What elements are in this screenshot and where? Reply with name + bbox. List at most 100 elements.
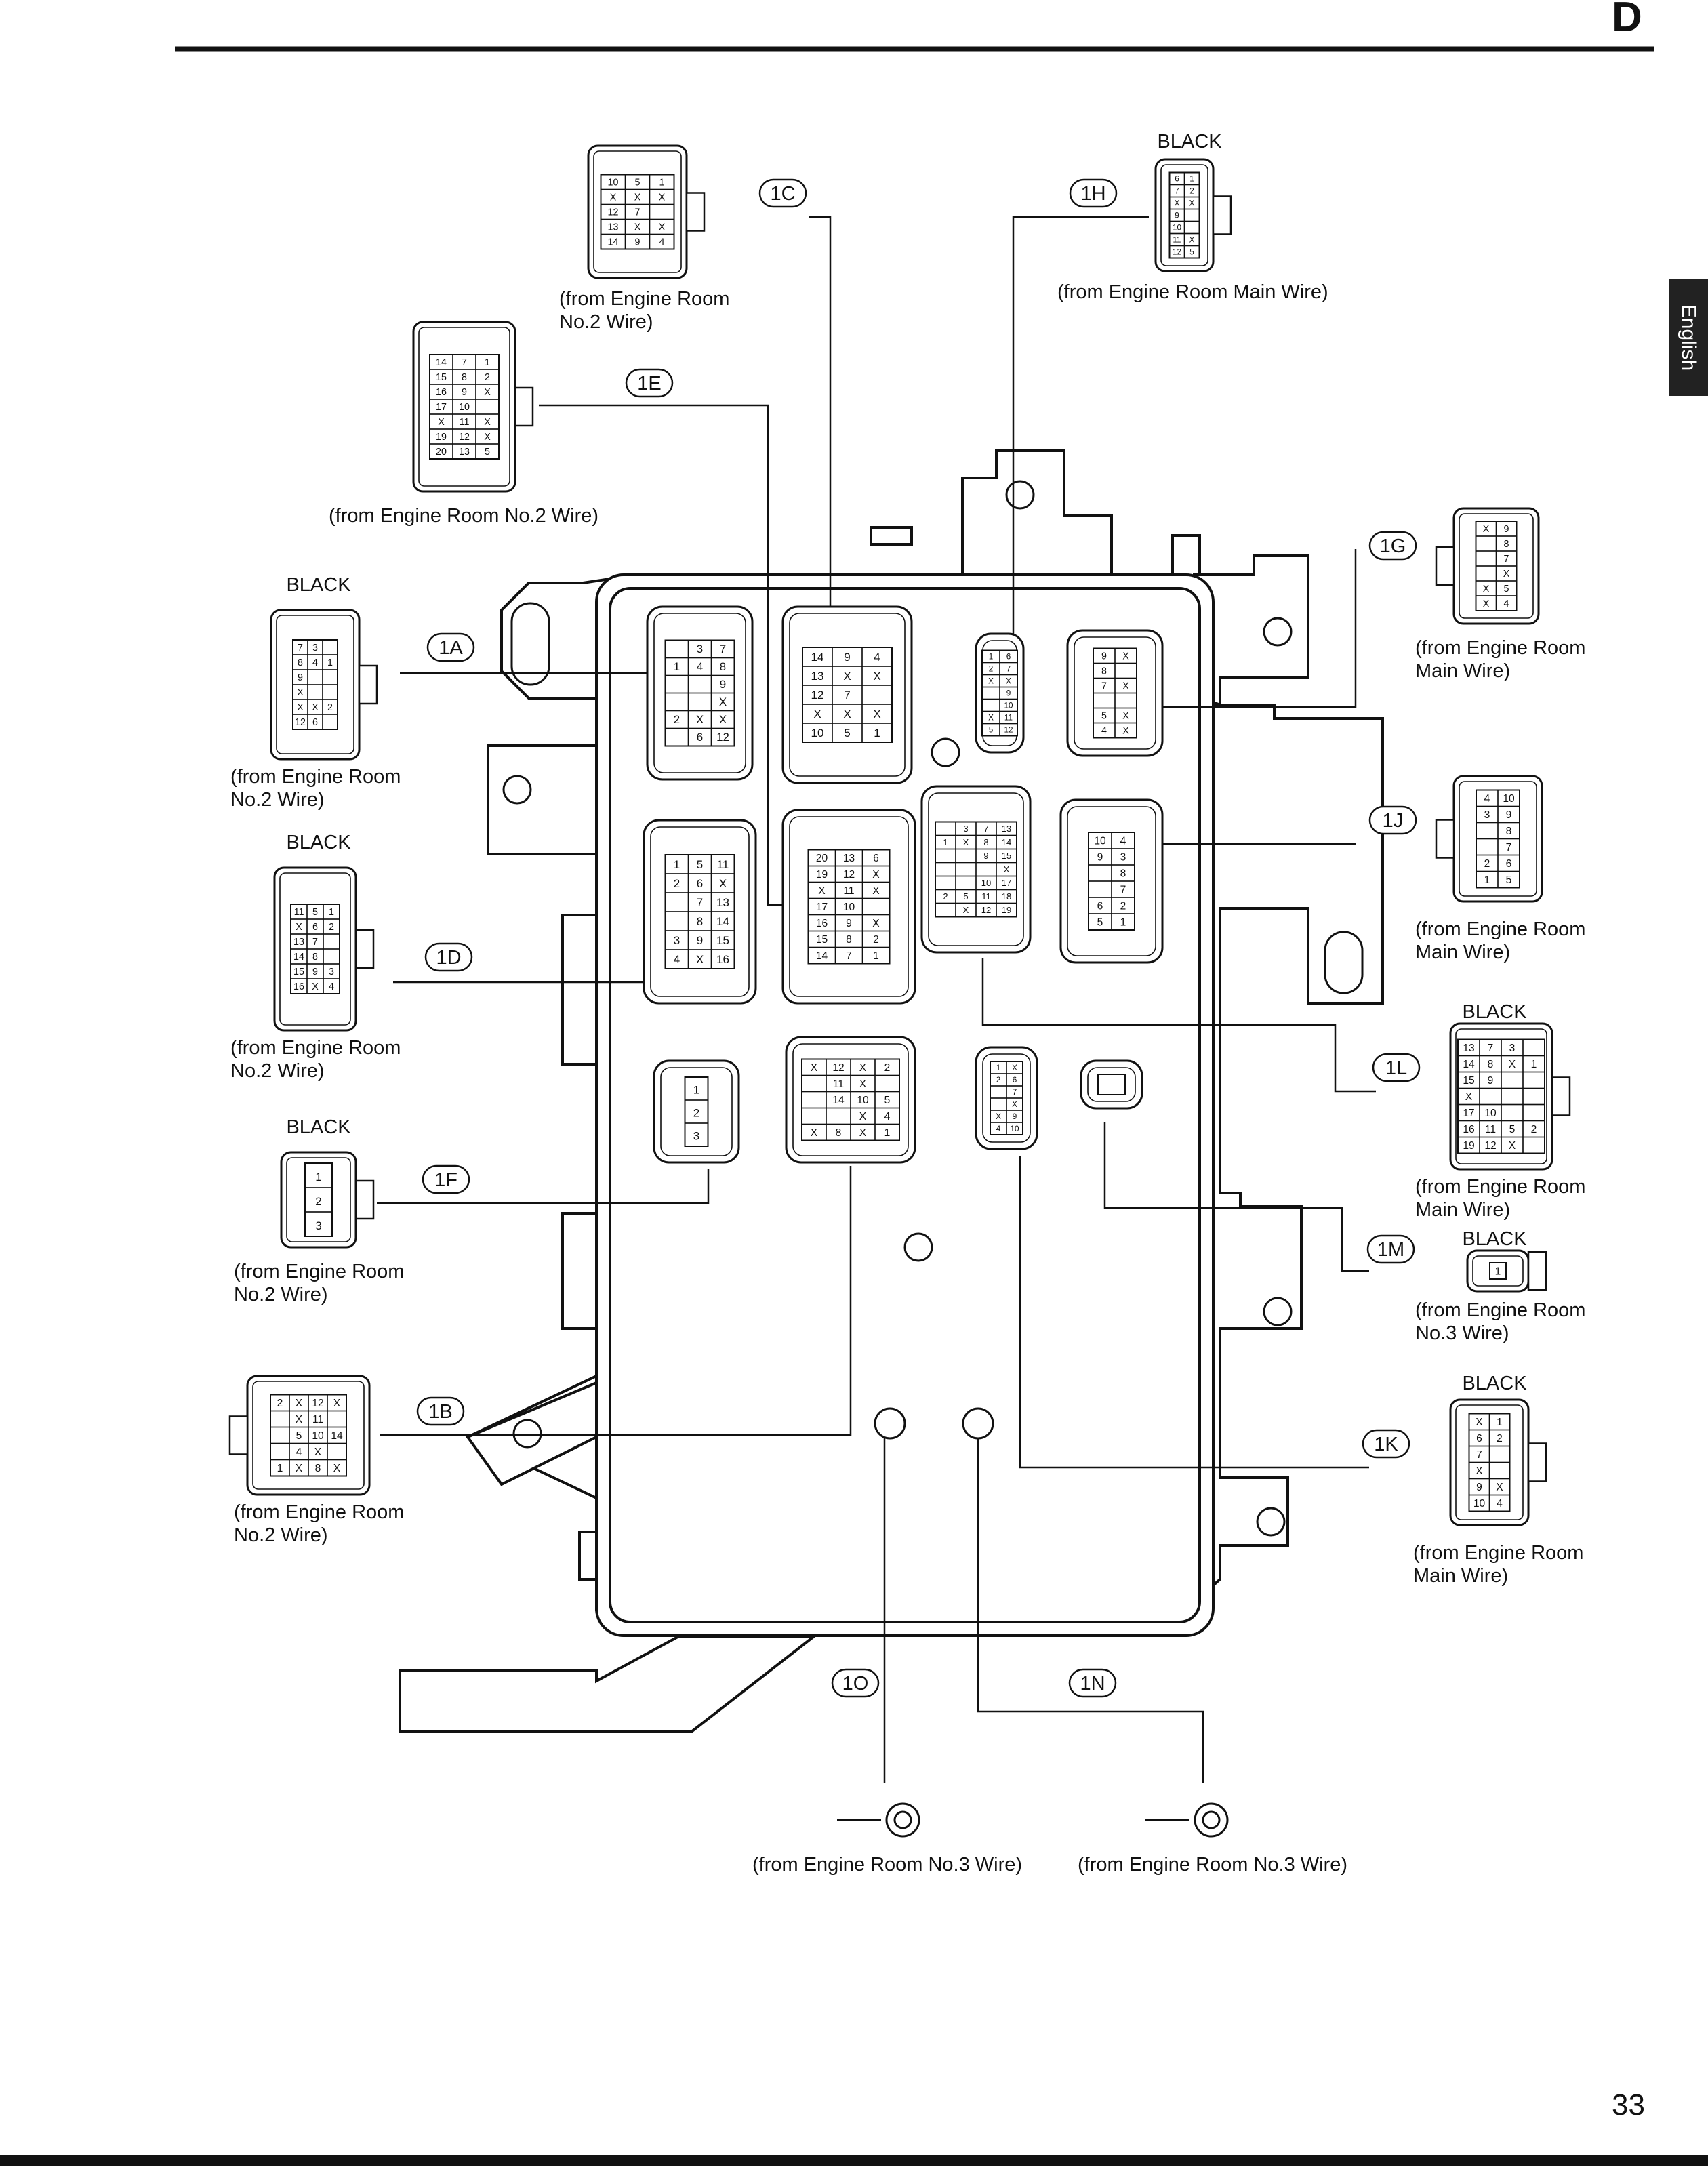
socket-pin-label: 6 (1013, 1076, 1017, 1085)
connector-1e-pin-label: 15 (436, 372, 447, 383)
socket-pin-label: 14 (1002, 837, 1011, 847)
connector-1l-pin-label: 19 (1463, 1140, 1474, 1152)
connector-1m-pin-label: 1 (1495, 1265, 1501, 1277)
socket-pin-label: 1 (996, 1064, 1001, 1072)
socket-pin-label: 8 (846, 934, 852, 946)
connector-1d-pin-label: 13 (293, 937, 304, 948)
socket-pin-label: 3 (674, 934, 680, 947)
socket-pin-label: 7 (720, 643, 726, 655)
socket-pin-label: 4 (996, 1125, 1001, 1133)
connector-1d-pin-label: 3 (329, 967, 334, 977)
socket-pin-label: 5 (989, 725, 994, 734)
socket-pin-label: 4 (1120, 835, 1126, 847)
socket-pin-label: 14 (832, 1095, 845, 1106)
connector-1l-pin-label: 2 (1531, 1124, 1537, 1135)
connector-1c-pin-label: X (659, 222, 666, 232)
connector-id: 1H (1080, 183, 1105, 205)
connector-id: 1N (1080, 1673, 1105, 1695)
connector-id: 1O (842, 1673, 869, 1695)
connector-1d-pin-label: 1 (329, 907, 334, 918)
connector-source-label: (from Engine Room Main Wire) (1057, 281, 1328, 303)
connector-1e-pin-label: 17 (436, 402, 447, 413)
socket-pin-label: 10 (1094, 835, 1106, 847)
socket-pin-label: X (1122, 710, 1129, 721)
connector-latch (1435, 546, 1455, 586)
connector-1d-pin-label: 4 (329, 981, 334, 992)
connector-1b-pin-label: X (296, 1398, 303, 1409)
connector-source-label: (from Engine Room (1415, 1176, 1585, 1198)
connector-1d-pin-label: X (312, 981, 319, 992)
connector-1d-pin-label: 8 (312, 952, 318, 963)
socket-pin-label: 8 (720, 660, 726, 673)
connector-1d-pin-label: 14 (293, 952, 304, 963)
connector-1a-pin-label: X (297, 702, 304, 713)
socket-pin-label: X (1012, 1100, 1017, 1109)
connector-1b-pin-label: X (296, 1414, 303, 1425)
socket-pin-label: 5 (844, 727, 850, 740)
connector-1a-pin-label: 1 (327, 657, 333, 668)
connector-tag (1372, 1053, 1421, 1082)
connector-1k-pin-label: X (1496, 1482, 1503, 1493)
socket-pin-label: 6 (1006, 652, 1011, 661)
connector-latch (1212, 195, 1232, 235)
connector-1e-pin-label: X (484, 432, 491, 443)
connector-1k-pin-label: 2 (1497, 1433, 1503, 1444)
socket-pin-label: 2 (996, 1076, 1001, 1085)
socket-pin-label: 2 (674, 877, 680, 890)
socket-pin-label: 6 (697, 731, 703, 744)
connector-color-label: BLACK (286, 832, 351, 853)
connector-1g-pin-label: 8 (1504, 539, 1509, 550)
socket-pin-label: 19 (1002, 905, 1011, 915)
socket-pin-label: 13 (843, 853, 855, 864)
connector-1c-pin-label: 9 (635, 237, 640, 247)
connector-color-label: BLACK (286, 574, 351, 596)
connector-tag (625, 368, 674, 398)
connector-1l-pin-label: 7 (1488, 1042, 1494, 1054)
connector-1l-pin-label: X (1465, 1091, 1473, 1103)
connector-1l-pin-label: 8 (1488, 1059, 1494, 1070)
connector-source-label: (from Engine Room (559, 288, 729, 310)
socket-pin-label: 9 (844, 651, 850, 664)
socket-pin-label: 7 (1101, 681, 1107, 691)
socket-pin-label: 15 (716, 934, 729, 947)
socket-pin-label: 10 (1010, 1125, 1019, 1133)
socket-pin-label: 3 (963, 824, 968, 834)
connector-1l-pin-label: X (1509, 1059, 1516, 1070)
connector-1l-pin-label: 16 (1463, 1124, 1474, 1135)
connector-1k-pin-label: 1 (1497, 1417, 1503, 1428)
connector-1h-pin-label: X (1190, 199, 1195, 207)
connector-1e-pin-label: 10 (459, 402, 470, 413)
connector-1e-pin-label: 12 (459, 432, 470, 443)
connector-1l-pin-label: 17 (1463, 1108, 1474, 1119)
connector-1d-pin-label: 15 (293, 967, 304, 977)
connector-1b-pin-label: 12 (312, 1398, 323, 1409)
connector-1e-pin-label: X (484, 387, 491, 398)
connector-source-label: (from Engine Room (1415, 918, 1585, 940)
connector-source-label: (from Engine Room No.3 Wire) (752, 1854, 1022, 1876)
connector-1k-pin-label: X (1476, 1465, 1483, 1477)
socket-pin-label: 8 (1101, 666, 1107, 676)
socket-pin-label: 14 (816, 950, 828, 962)
connector-1d-pin-label: X (296, 922, 302, 933)
connector-1o: 1O (from Engine Room No.3 Wire) (752, 1668, 1022, 1876)
connector-1h-pin-label: 2 (1190, 186, 1194, 195)
socket-pin-label: 17 (816, 902, 828, 913)
socket-pin-label: 4 (884, 1111, 891, 1122)
connector-1h-pin-label: 1 (1190, 174, 1194, 183)
connector-1g-pin-label: 5 (1504, 584, 1509, 594)
connector-1d-pin-label: 16 (293, 981, 304, 992)
connector-latch (358, 664, 378, 705)
connector-source-label: (from Engine Room (230, 766, 401, 788)
connector-1l-pin-label: 12 (1484, 1140, 1496, 1152)
connector-color-label: BLACK (1157, 131, 1222, 153)
socket-pin-label: X (818, 885, 826, 897)
socket-pin-label: 1 (873, 950, 879, 962)
socket-pin-label: X (1012, 1064, 1017, 1072)
socket-pin-label: X (813, 708, 821, 721)
